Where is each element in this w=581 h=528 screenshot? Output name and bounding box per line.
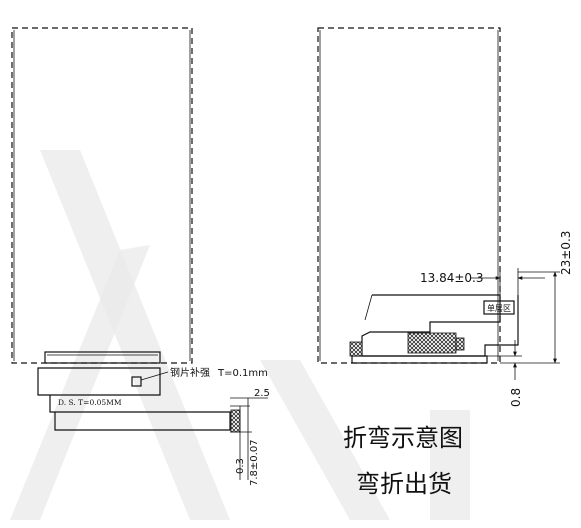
watermark bbox=[10, 150, 470, 520]
caption-bent-shipment: 弯折出货 bbox=[356, 470, 452, 498]
right-panel-outline bbox=[317, 27, 501, 364]
left-fpc-body bbox=[37, 367, 161, 396]
right-chip-hatched bbox=[407, 332, 457, 354]
stiffener-label: 钢片补强 bbox=[170, 366, 210, 379]
left-fpc-contacts bbox=[230, 409, 241, 433]
right-chip-small bbox=[349, 341, 363, 357]
single-layer-box bbox=[483, 300, 515, 315]
stiffener-mark bbox=[131, 376, 142, 387]
right-chip-side bbox=[455, 337, 465, 351]
dst-label: D. S. T=0.05MM bbox=[58, 398, 122, 407]
right-bottom-strip bbox=[351, 355, 488, 364]
left-fpc-tail bbox=[49, 395, 231, 431]
caption-bending-diagram: 折弯示意图 bbox=[343, 424, 463, 452]
dim-thickness-small: 0.3 bbox=[235, 458, 246, 474]
stiffener-thickness: T=0.1mm bbox=[217, 368, 268, 379]
right-view bbox=[317, 27, 560, 380]
single-layer-label: 单层区 bbox=[487, 303, 511, 313]
left-view bbox=[11, 27, 268, 480]
dim-bottom: 0.8 bbox=[509, 388, 523, 407]
dim-length: 7.8±0.07 bbox=[249, 439, 260, 486]
dim-horizontal: 13.84±0.3 bbox=[420, 271, 484, 285]
dim-width: 2.5 bbox=[254, 388, 270, 399]
right-fpc-folded bbox=[361, 294, 519, 357]
left-connector-strip bbox=[44, 351, 161, 364]
dim-vertical: 23±0.3 bbox=[559, 231, 573, 275]
